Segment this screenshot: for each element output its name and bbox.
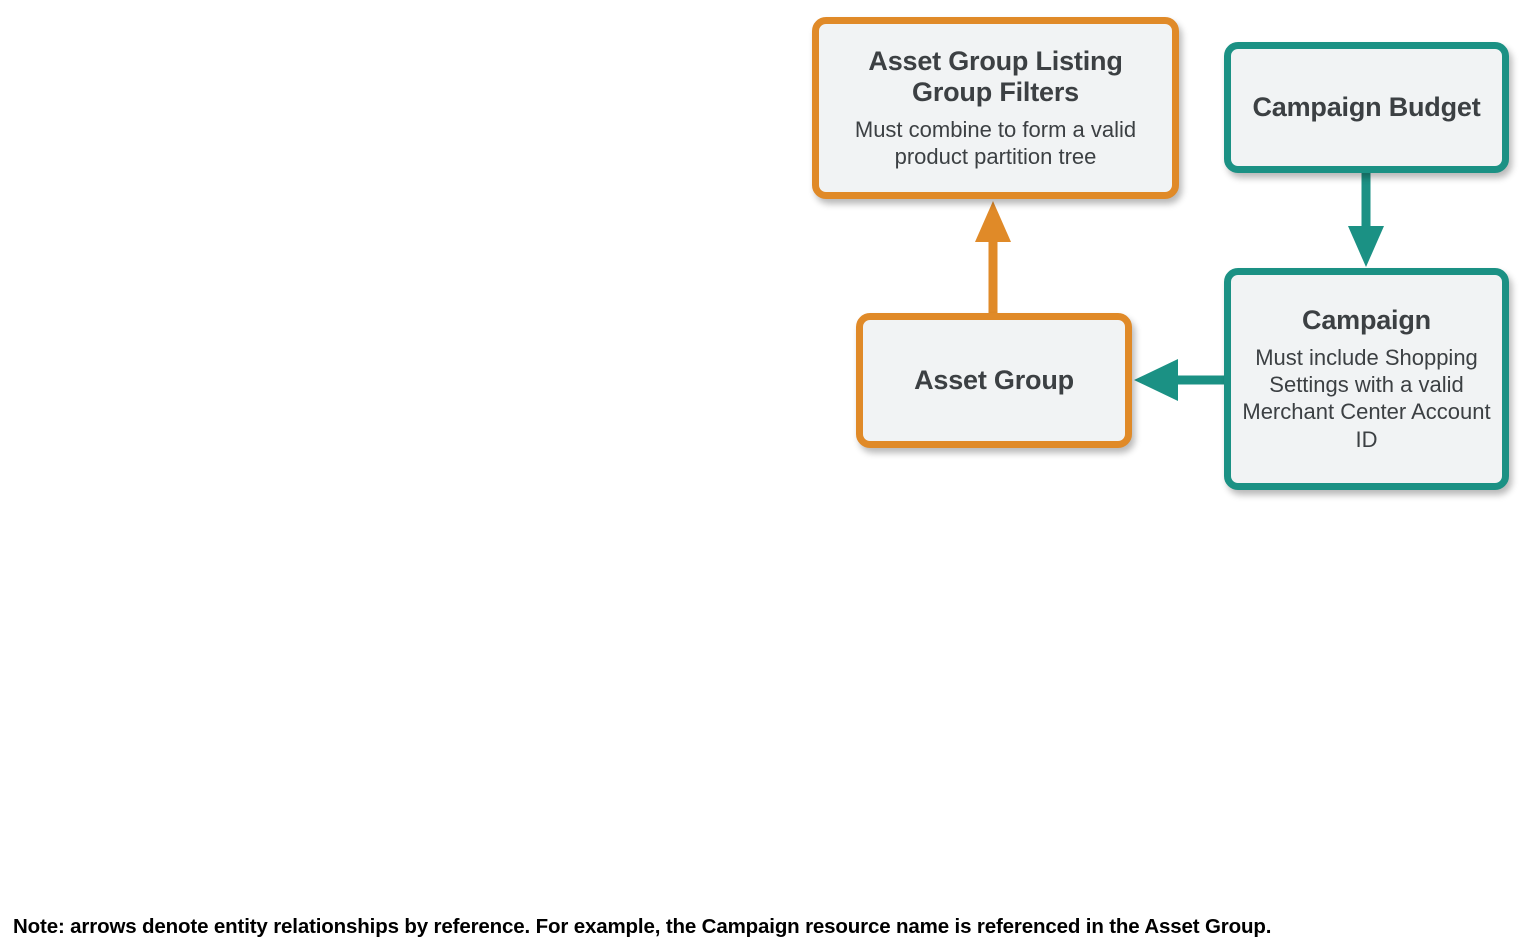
node-subtitle: Must include Shopping Settings with a va…	[1242, 344, 1491, 452]
node-title: Asset Group	[914, 364, 1074, 395]
edge-asset-group-to-listing-group-filters	[975, 201, 1011, 313]
edge-campaign-to-asset-group	[1134, 359, 1224, 401]
node-title: Campaign Budget	[1252, 91, 1481, 122]
node-asset-group[interactable]: Asset Group	[856, 313, 1132, 448]
node-title: Asset Group Listing Group Filters	[868, 45, 1123, 108]
node-subtitle: Must combine to form a valid product par…	[854, 116, 1137, 170]
node-title: Campaign	[1302, 305, 1431, 336]
node-campaign-budget[interactable]: Campaign Budget	[1224, 42, 1509, 173]
node-asset-group-listing-group-filters[interactable]: Asset Group Listing Group Filters Must c…	[812, 17, 1179, 199]
diagram-note: Note: arrows denote entity relationships…	[13, 915, 1272, 938]
node-campaign[interactable]: Campaign Must include Shopping Settings …	[1224, 268, 1509, 490]
edge-campaign-budget-to-campaign	[1348, 173, 1384, 267]
